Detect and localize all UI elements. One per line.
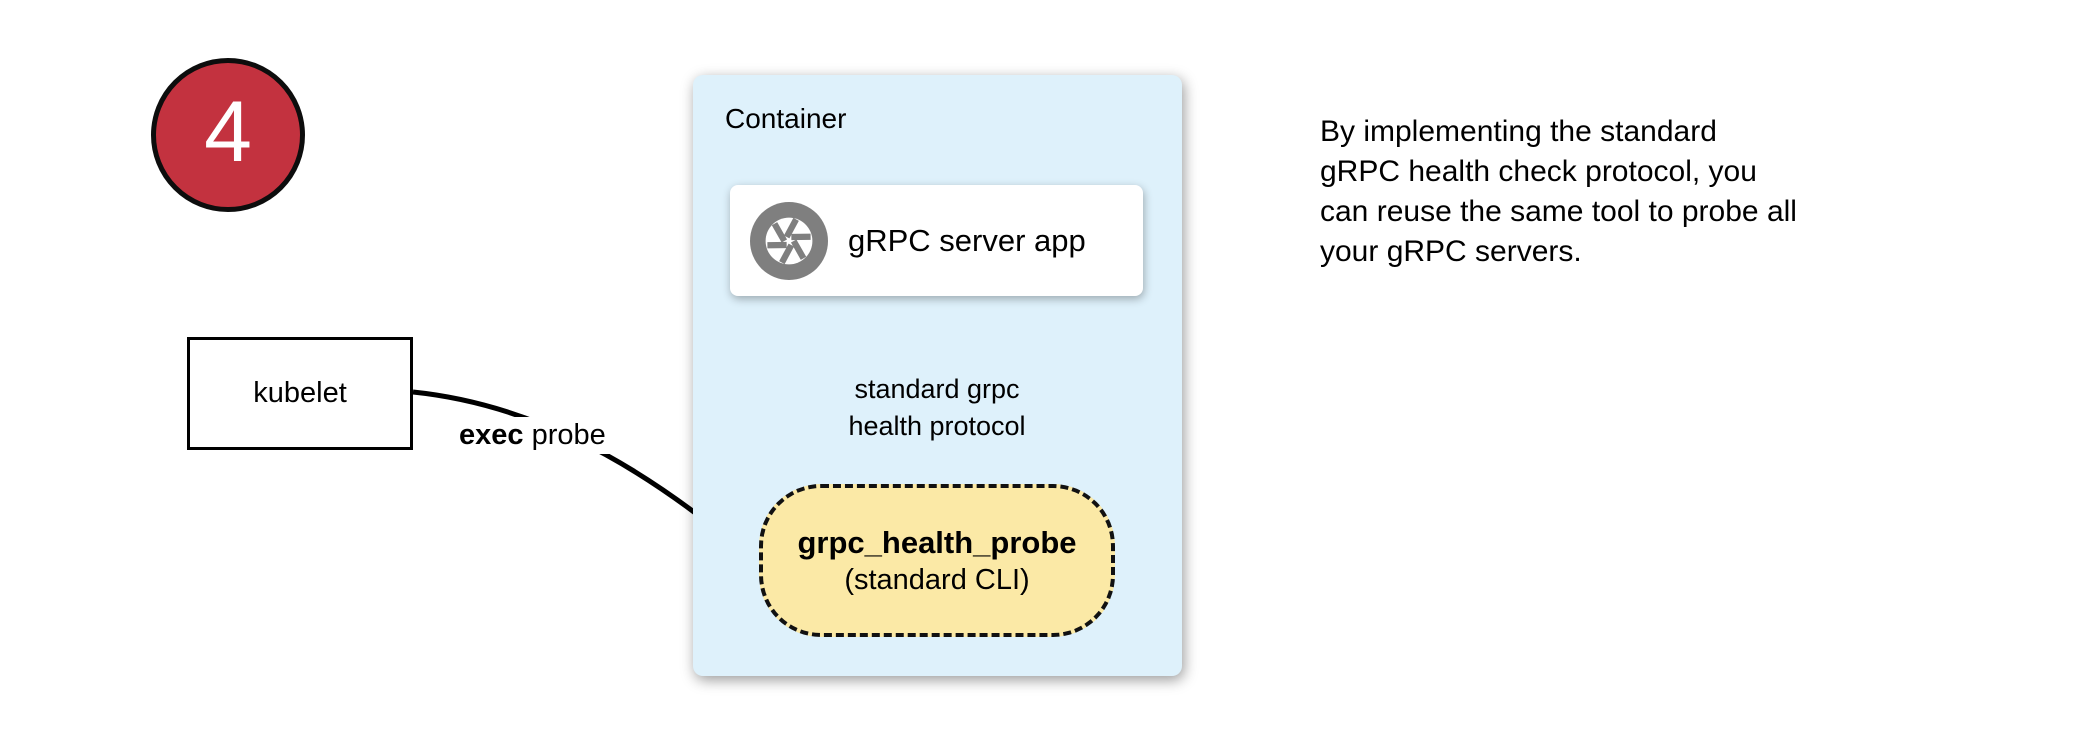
protocol-label-line1: standard grpc [854, 374, 1020, 404]
caption-line: By implementing the standard [1320, 115, 1717, 148]
step-number: 4 [204, 84, 252, 180]
container-title: Container [725, 103, 847, 134]
protocol-label-line2: health protocol [848, 411, 1026, 441]
step-badge: 4 [151, 58, 305, 212]
container-box: Container gRPC server app standard grpc [693, 75, 1182, 676]
exec-probe-text: probe [523, 419, 606, 451]
kubelet-label: kubelet [253, 377, 347, 409]
caption-line: can reuse the same tool to probe all [1320, 195, 1797, 228]
kubelet-box: kubelet [187, 337, 413, 450]
grpc-health-probe-pill: grpc_health_probe (standard CLI) [759, 484, 1115, 637]
caption-line: your gRPC servers. [1320, 235, 1582, 268]
caption-text: By implementing the standard gRPC health… [1320, 112, 1797, 272]
probe-name: grpc_health_probe [797, 524, 1077, 560]
exec-probe-label: exec probe [451, 417, 614, 454]
exec-keyword: exec [459, 419, 524, 451]
probe-subtitle: (standard CLI) [844, 563, 1030, 596]
grpc-server-card: gRPC server app [730, 185, 1143, 296]
aperture-icon [750, 201, 828, 280]
server-card-label: gRPC server app [848, 222, 1086, 258]
caption-line: gRPC health check protocol, you [1320, 155, 1757, 188]
protocol-arrow-label: standard grpc health protocol [842, 369, 1032, 447]
